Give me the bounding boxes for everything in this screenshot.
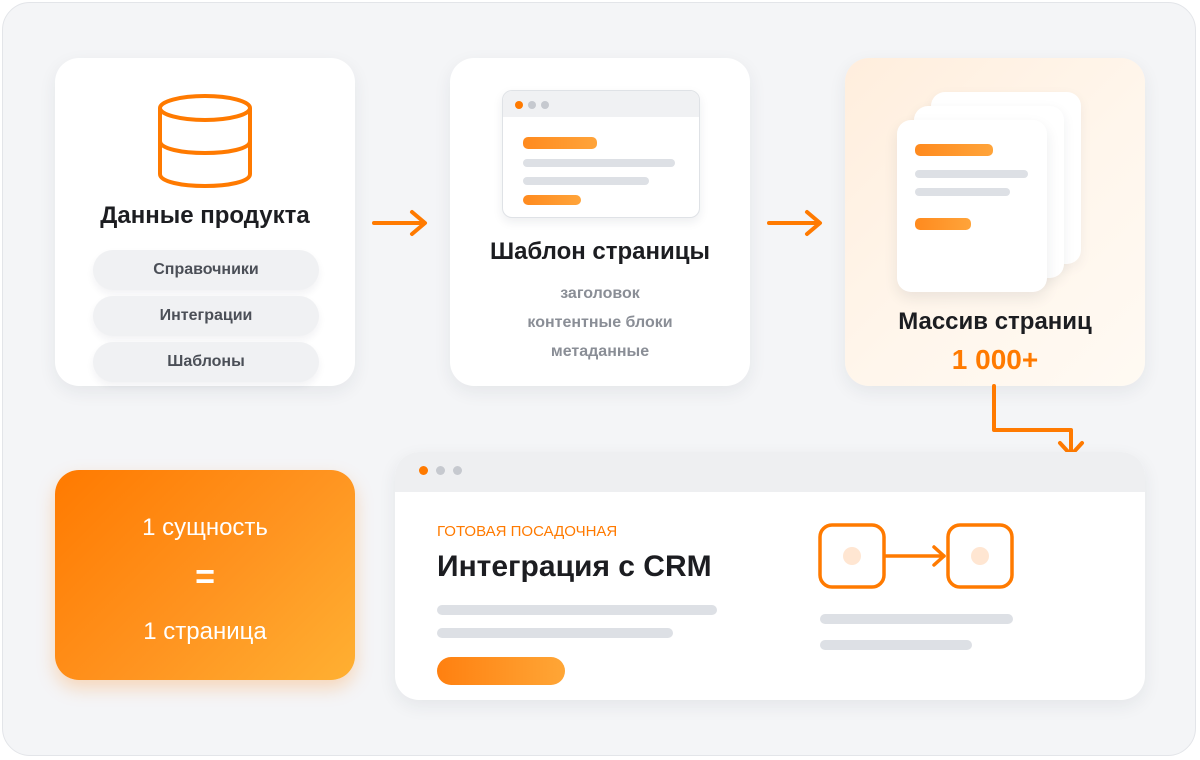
rule-equals-sign: = [195,558,215,596]
template-field-metadata: метаданные [550,343,650,360]
browser-dot-icon [453,466,462,475]
rule-page-text: 1 страница [143,618,267,645]
product-data-card: Данные продукта Справочники Интеграции Ш… [55,58,355,386]
source-pill-directories: Справочники [93,250,319,290]
template-field-heading: заголовок [560,285,640,302]
page-template-title: Шаблон страницы [489,238,711,265]
browser-dot-icon [436,466,445,475]
flow-connector-icon [992,384,1084,457]
database-icon [158,94,252,188]
template-browser-mockup [502,90,700,218]
flow-arrow-icon [372,210,427,236]
pages-array-title: Массив страниц [898,308,1092,335]
integration-flow-icon [818,523,1014,589]
rule-card: 1 сущность = 1 страница [55,470,355,680]
landing-page-window: ГОТОВАЯ ПОСАДОЧНАЯ Интеграция с CRM [395,452,1145,700]
landing-title: Интеграция с CRM [437,550,712,583]
source-pill-templates: Шаблоны [93,342,319,382]
landing-label: ГОТОВАЯ ПОСАДОЧНАЯ [437,523,618,540]
browser-titlebar [395,452,1145,492]
source-pill-integrations: Интеграции [93,296,319,336]
pages-array-card: Массив страниц 1 000+ [845,58,1145,386]
landing-cta-button[interactable] [437,657,565,685]
pages-count: 1 000+ [951,344,1039,375]
browser-dot-icon [419,466,428,475]
rule-entity-text: 1 сущность [142,514,268,541]
product-data-title: Данные продукта [100,202,310,229]
stacked-page-front [897,120,1047,292]
flow-arrow-icon [767,210,822,236]
page-template-card: Шаблон страницы заголовок контентные бло… [450,58,750,386]
template-field-content-blocks: контентные блоки [527,314,673,331]
